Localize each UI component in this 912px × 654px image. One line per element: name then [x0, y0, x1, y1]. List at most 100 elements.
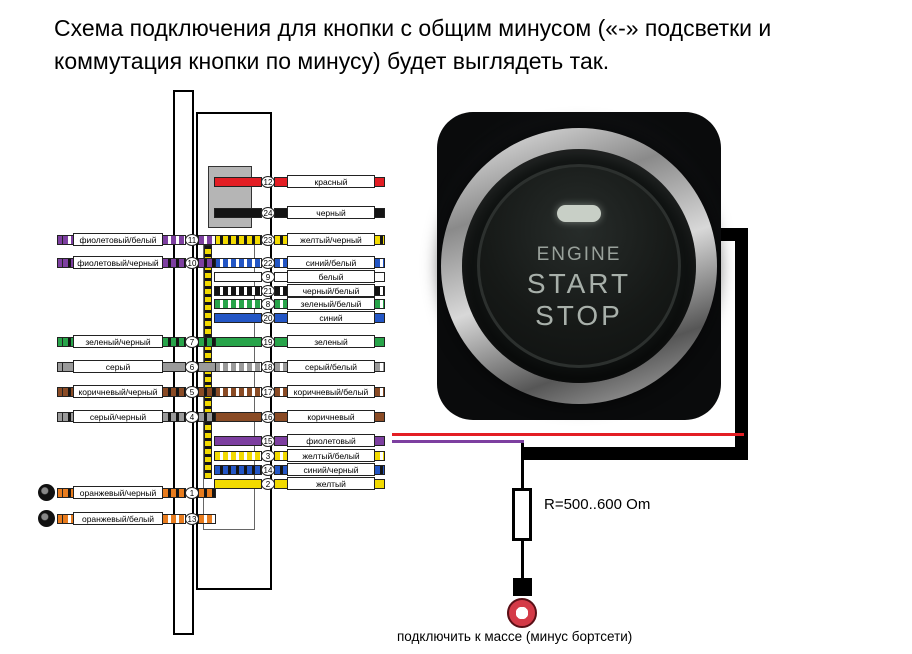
wire-segment [215, 337, 261, 346]
wire-segment [58, 488, 63, 497]
wire-label: черный [287, 206, 375, 219]
wire-segment [375, 235, 384, 244]
wire-segment [163, 337, 185, 346]
pin-row-4: серый/черный 4 [58, 410, 215, 423]
wire-segment [275, 235, 287, 244]
wire-segment [199, 362, 215, 371]
wire-segment [215, 208, 261, 217]
wire-segment [163, 362, 185, 371]
wire-label: фиолетовый/черный [73, 256, 163, 269]
wire-label: синий [287, 311, 375, 324]
wire-label: серый/черный [73, 410, 163, 423]
round-terminal-icon [38, 510, 55, 527]
resistor-label: R=500..600 Om [544, 496, 651, 513]
resistor [512, 488, 532, 541]
wire-segment [63, 235, 73, 244]
pin-number: 18 [261, 360, 275, 373]
wire-label: зеленый [287, 335, 375, 348]
wire-segment [275, 286, 287, 295]
pin-number: 16 [261, 410, 275, 423]
wire-segment [375, 208, 384, 217]
wire-segment [199, 514, 215, 523]
wire-segment [375, 479, 384, 488]
wire-label: зеленый/черный [73, 335, 163, 348]
wire-segment [58, 514, 63, 523]
wire-segment [375, 313, 384, 322]
wire-segment [375, 387, 384, 396]
pin-number: 2 [261, 477, 275, 490]
pin-number: 5 [185, 385, 199, 398]
wire-segment [215, 299, 261, 308]
wire-segment [275, 412, 287, 421]
pin-number: 15 [261, 434, 275, 447]
pin-number: 14 [261, 463, 275, 476]
wire-segment [58, 362, 63, 371]
wire-segment [375, 258, 384, 267]
wire-segment [215, 465, 261, 474]
wire-segment [375, 436, 384, 445]
ring-terminal-icon [507, 598, 537, 628]
wire-label: красный [287, 175, 375, 188]
crimp-sleeve [513, 578, 532, 596]
wire-segment [275, 436, 287, 445]
pin-number: 1 [185, 486, 199, 499]
wire-segment [215, 412, 261, 421]
wire-segment [275, 451, 287, 460]
thick-wire-vertical [735, 228, 748, 460]
pin-number: 11 [185, 233, 199, 246]
wire-label: желтый/белый [287, 449, 375, 462]
pin-number: 3 [261, 449, 275, 462]
wire-segment [58, 235, 63, 244]
wire-label: серый/белый [287, 360, 375, 373]
button-text-engine: ENGINE [536, 244, 622, 265]
wire-label: коричневый [287, 410, 375, 423]
wire-segment [63, 337, 73, 346]
button-text-stop: STOP [535, 300, 623, 331]
wire-segment [63, 514, 73, 523]
wire-label: черный/белый [287, 284, 375, 297]
title-line-1: Схема подключения для кнопки с общим мин… [54, 15, 772, 41]
wire-segment [199, 488, 215, 497]
wire-segment [63, 258, 73, 267]
pin-row-21: 21 черный/белый [215, 284, 384, 297]
pin-row-14: 14 синий/черный [215, 463, 384, 476]
wire-segment [215, 272, 261, 281]
wire-label: синий/черный [287, 463, 375, 476]
connector-housing [208, 166, 252, 228]
wire-segment [58, 337, 63, 346]
wire-label: серый [73, 360, 163, 373]
button-face: ENGINE START STOP [477, 164, 681, 368]
pin-number: 21 [261, 284, 275, 297]
pin-number: 4 [185, 410, 199, 423]
wire-segment [375, 286, 384, 295]
pin-number: 17 [261, 385, 275, 398]
wire-segment [275, 337, 287, 346]
wire-label: фиолетовый/белый [73, 233, 163, 246]
wire-segment [199, 412, 215, 421]
wire-segment [275, 299, 287, 308]
wire-segment [215, 387, 261, 396]
wire-segment [58, 412, 63, 421]
wire-segment [63, 362, 73, 371]
wire-segment [199, 337, 215, 346]
wire-segment [375, 299, 384, 308]
start-button-photo: ENGINE START STOP [437, 112, 721, 420]
wire-segment [163, 235, 185, 244]
wire-segment [163, 488, 185, 497]
wire-segment [215, 258, 261, 267]
wire-segment [275, 313, 287, 322]
